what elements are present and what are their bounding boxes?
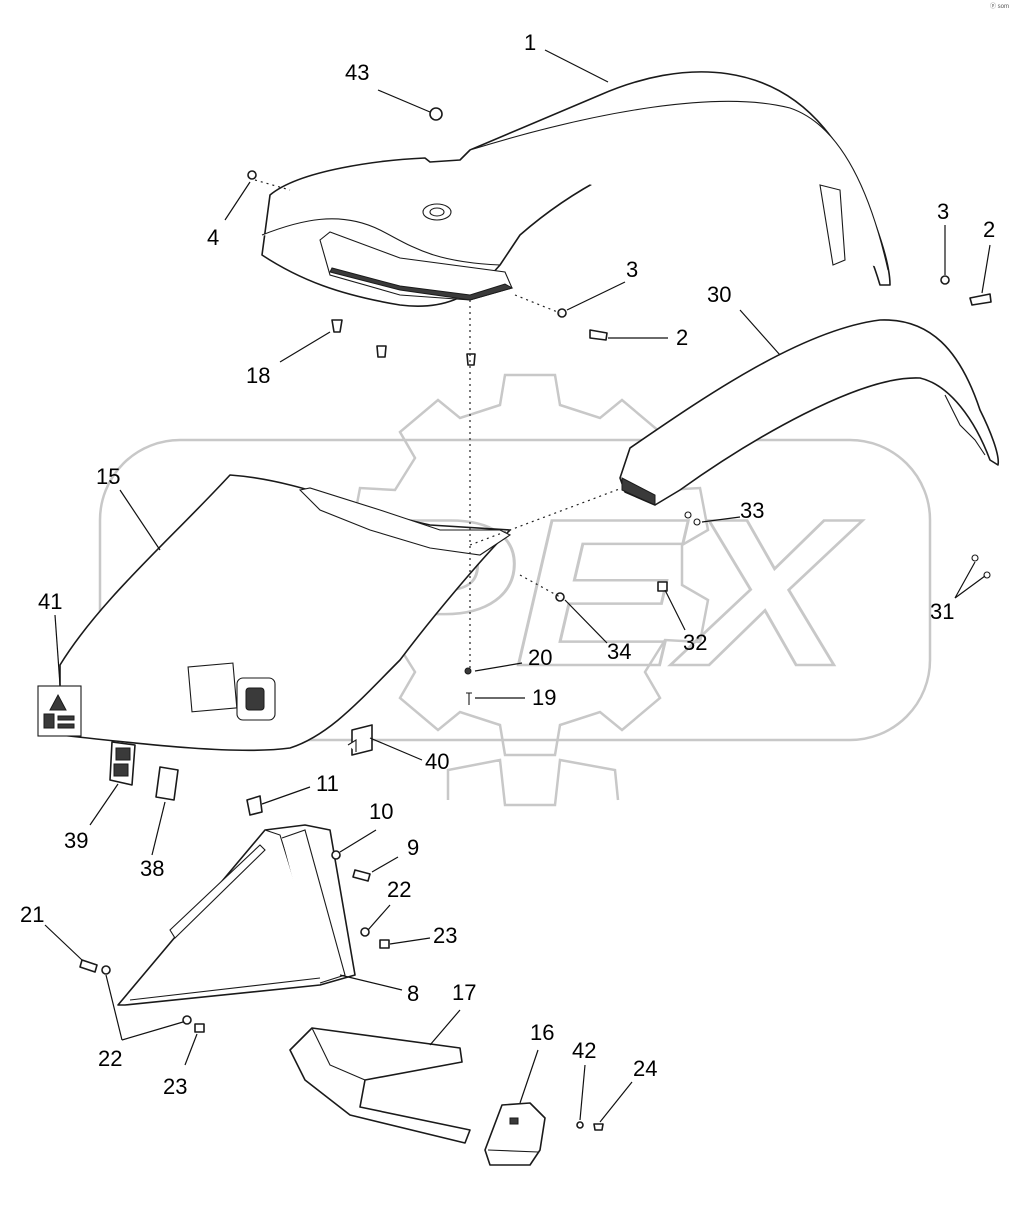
part-39-switch [109, 741, 136, 786]
callout-8: 8 [407, 981, 419, 1006]
callout-34: 34 [607, 639, 631, 664]
callout-42: 42 [572, 1038, 596, 1063]
part-38-bezel [155, 766, 179, 801]
fasteners [79, 107, 992, 1131]
callout-2: 2 [676, 325, 688, 350]
part-40-clip [347, 724, 373, 756]
callout-16: 16 [530, 1020, 554, 1045]
callout-labels: 1 43 4 3 2 3 2 30 18 15 33 41 31 34 32 2… [20, 30, 995, 1099]
callout-31: 31 [930, 599, 954, 624]
callout-33: 33 [740, 498, 764, 523]
callout-1: 1 [524, 30, 536, 55]
callout-24: 24 [633, 1056, 657, 1081]
callout-30: 30 [707, 282, 731, 307]
part-1-fender [261, 71, 891, 307]
callout-20: 20 [528, 645, 552, 670]
callout-3: 3 [937, 199, 949, 224]
part-30-fender-extension [619, 319, 1000, 506]
callout-22: 22 [387, 877, 411, 902]
part-41-warning-decal [37, 685, 82, 737]
part-8-bracket [117, 824, 356, 1006]
part-15-side-panel [59, 474, 512, 752]
callout-10: 10 [369, 799, 393, 824]
callout-43: 43 [345, 60, 369, 85]
part-16-block [484, 1102, 546, 1166]
callout-21: 21 [20, 902, 44, 927]
callout-32: 32 [683, 630, 707, 655]
callout-23: 23 [433, 923, 457, 948]
leader-lines [44, 49, 991, 1123]
callout-2: 2 [983, 217, 995, 242]
callout-3: 3 [626, 257, 638, 282]
callout-41: 41 [38, 589, 62, 614]
callout-17: 17 [452, 980, 476, 1005]
callout-19: 19 [532, 685, 556, 710]
callout-11: 11 [316, 771, 339, 796]
corner-mark: ⓟ som [990, 2, 1009, 10]
callout-22: 22 [98, 1046, 122, 1071]
callout-40: 40 [425, 749, 449, 774]
callout-9: 9 [407, 835, 419, 860]
callout-39: 39 [64, 828, 88, 853]
callout-4: 4 [207, 225, 219, 250]
callout-18: 18 [246, 363, 270, 388]
callout-38: 38 [140, 856, 164, 881]
part-11-clip [246, 795, 263, 816]
watermark-frame [98, 438, 932, 742]
callout-23: 23 [163, 1074, 187, 1099]
callout-15: 15 [96, 464, 120, 489]
part-17-bracket [289, 1027, 471, 1144]
assembly-lines [254, 179, 623, 670]
